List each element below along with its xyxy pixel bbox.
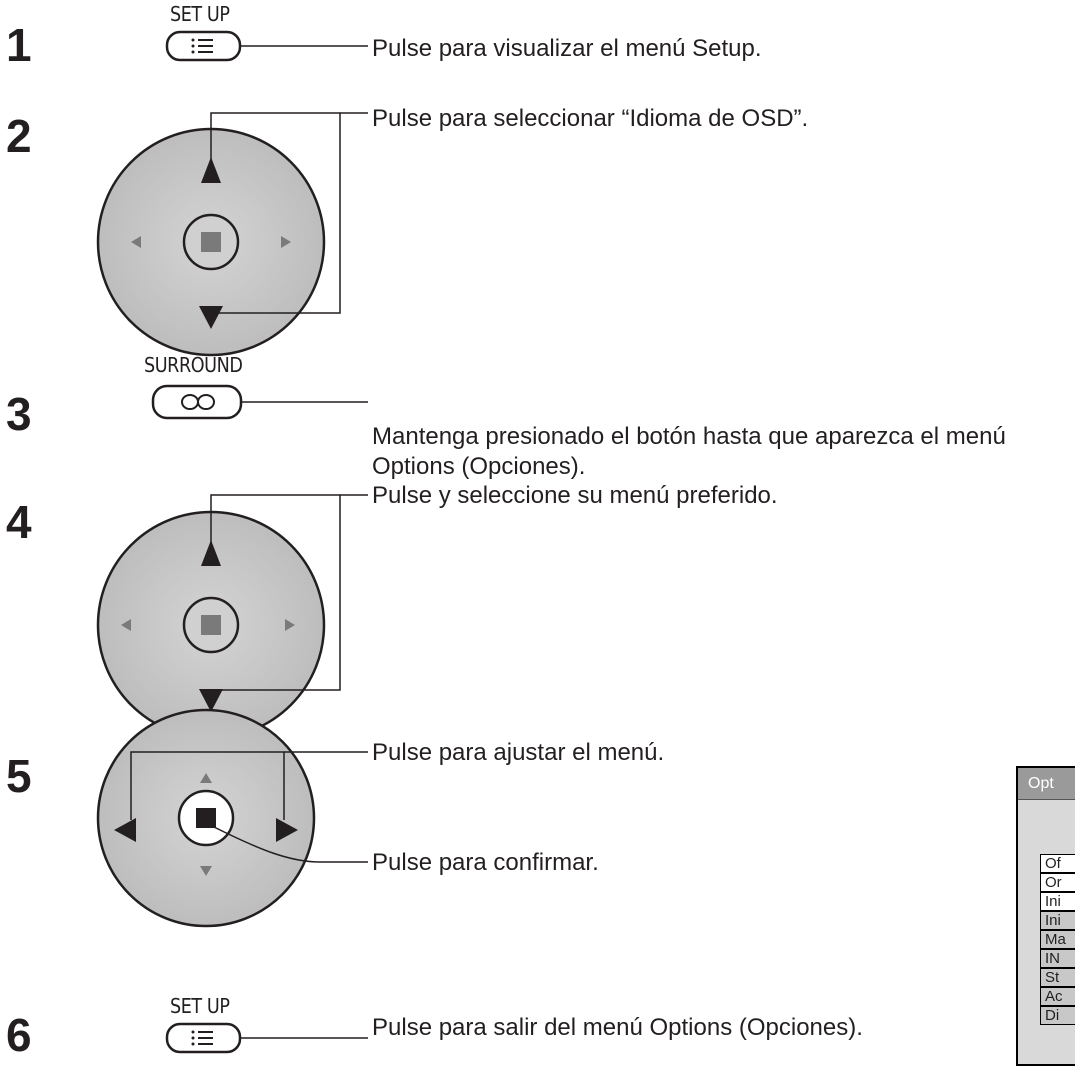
menu-list-icon (191, 1030, 213, 1046)
arrow-down-icon (199, 306, 223, 329)
options-menu-item[interactable]: Di (1040, 1006, 1075, 1025)
options-menu-title: Opt (1018, 768, 1075, 800)
arrow-right-icon (276, 818, 298, 842)
options-menu-item[interactable]: Ma (1040, 930, 1075, 949)
leader-line (130, 751, 285, 820)
surround-button-label: SURROUND (144, 353, 243, 377)
step-number-3: 3 (6, 388, 32, 440)
arrow-up-icon (200, 773, 212, 783)
surround-icon (181, 394, 215, 410)
step-2-description: Pulse para seleccionar “Idioma de OSD”. (372, 105, 809, 132)
ok-button-icon (196, 808, 216, 828)
menu-list-icon (191, 38, 213, 54)
options-menu-item[interactable]: St (1040, 968, 1075, 987)
options-menu-item[interactable]: Ini (1040, 911, 1075, 930)
arrow-left-icon (131, 236, 141, 248)
step-1-description: Pulse para visualizar el menú Setup. (372, 35, 762, 62)
step-number-6: 6 (6, 1009, 32, 1061)
step-number-5: 5 (6, 750, 32, 802)
leader-line (211, 825, 368, 863)
setup-button-label-exit: SET UP (170, 994, 230, 1018)
arrow-left-icon (114, 818, 136, 842)
step-6-description: Pulse para salir del menú Options (Opcio… (372, 1014, 863, 1041)
surround-button[interactable] (151, 384, 243, 420)
options-menu-item[interactable]: Ini (1040, 892, 1075, 911)
setup-button-label: SET UP (170, 2, 230, 26)
options-menu-item[interactable]: Of (1040, 854, 1075, 873)
step-number-4: 4 (6, 496, 32, 548)
step-3-description-line2: Options (Opciones). (372, 453, 586, 480)
setup-exit-button[interactable] (165, 1022, 242, 1054)
step-5-confirm-description: Pulse para confirmar. (372, 849, 599, 876)
step-number-1: 1 (6, 19, 32, 71)
options-menu-item[interactable]: IN (1040, 949, 1075, 968)
options-menu-item[interactable]: Or (1040, 873, 1075, 892)
arrow-down-icon (199, 689, 223, 712)
directional-pad-up-down[interactable] (96, 510, 326, 740)
arrow-right-icon (281, 236, 291, 248)
arrow-down-icon (200, 866, 212, 876)
step-4-description: Pulse y seleccione su menú preferido. (372, 482, 778, 509)
setup-button[interactable] (165, 30, 242, 62)
arrow-right-icon (285, 619, 295, 631)
options-menu-item[interactable]: Ac (1040, 987, 1075, 1006)
step-3-description-line1: Mantenga presionado el botón hasta que a… (372, 423, 1006, 450)
step-5-adjust-description: Pulse para ajustar el menú. (372, 739, 665, 766)
directional-pad-left-right[interactable] (96, 708, 316, 928)
directional-pad-up-down[interactable] (96, 127, 326, 357)
step-number-2: 2 (6, 110, 32, 162)
options-menu-header (1018, 800, 1075, 846)
arrow-left-icon (121, 619, 131, 631)
